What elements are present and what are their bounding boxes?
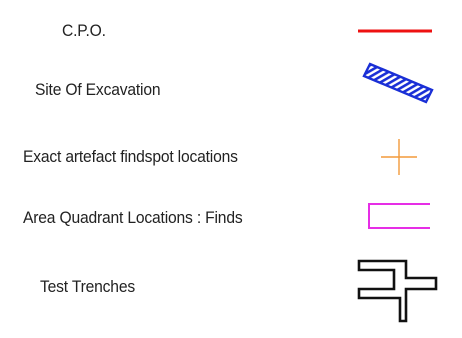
legend-label-area-quadrant: Area Quadrant Locations : Finds [23, 208, 243, 227]
excavation-hatch-icon [362, 62, 434, 104]
quadrant-bracket-icon [368, 203, 430, 229]
test-trench-icon [357, 259, 438, 323]
legend-label-test-trenches: Test Trenches [40, 277, 135, 296]
cpo-line-icon [358, 29, 432, 33]
legend-label-site-of-excavation: Site Of Excavation [35, 80, 161, 99]
legend-label-cpo: C.P.O. [62, 21, 106, 40]
findspot-plus-icon [381, 139, 417, 175]
legend-label-findspot-locations: Exact artefact findspot locations [23, 147, 238, 166]
